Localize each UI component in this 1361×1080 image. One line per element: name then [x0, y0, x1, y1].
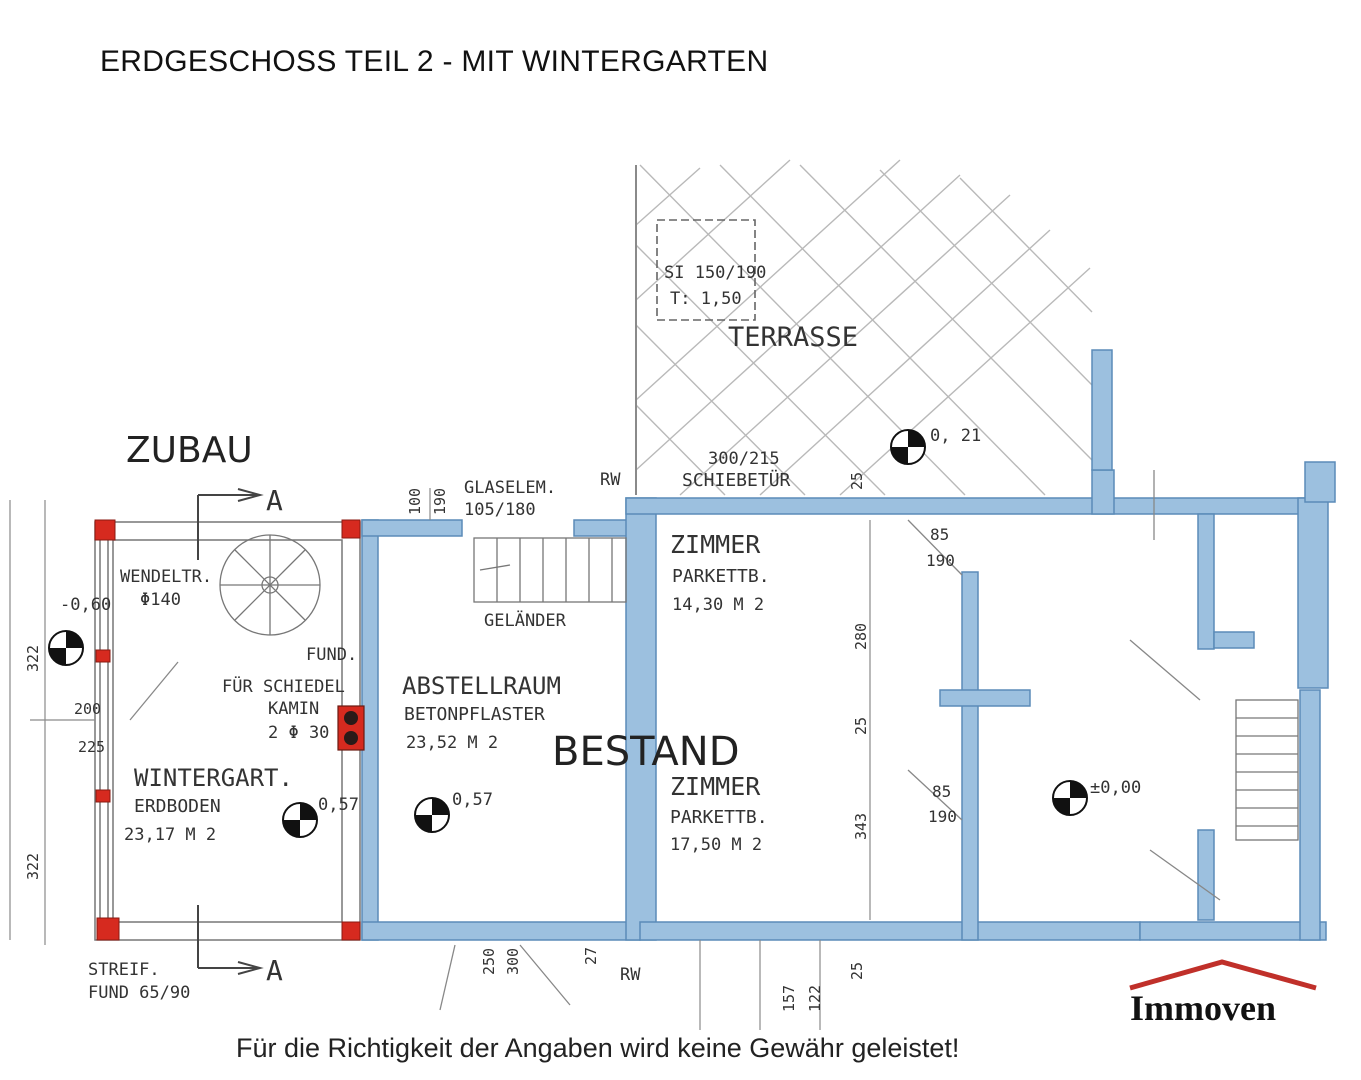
dim-190c: 190	[928, 807, 957, 826]
level-marker-5	[1052, 780, 1088, 816]
abstellraum-floor: BETONPFLASTER	[404, 704, 545, 725]
label-bestand: BESTAND	[552, 729, 740, 775]
zimmer2-floor: PARKETTB.	[670, 807, 768, 828]
immoven-logo: Immoven	[1129, 959, 1317, 1028]
level-marker-4	[890, 429, 926, 465]
zimmer2-name: ZIMMER	[670, 772, 761, 801]
label-glaselem: GLASELEM.	[464, 478, 556, 498]
label-ti: T: 1,50	[670, 289, 742, 309]
label-si: SI 150/190	[664, 263, 766, 283]
dim-85a: 85	[930, 525, 949, 544]
label-wendeltreppe: WENDELTR.	[120, 567, 212, 587]
level-marker-3	[414, 797, 450, 833]
dim-122: 122	[806, 985, 824, 1012]
label-schiebetuer-dim: 300/215	[708, 449, 780, 469]
dimension-lines	[9, 488, 871, 1030]
label-kamin-dim: 2 Φ 30	[268, 723, 329, 743]
dim-100: 100	[406, 488, 424, 515]
label-wendel-dim: Φ140	[140, 590, 181, 610]
shaft-outline	[656, 219, 756, 321]
label-streif: STREIF.	[88, 960, 160, 980]
terrace-hatch	[635, 159, 1093, 496]
kamin-chimney	[337, 705, 365, 751]
label-schiedel: FÜR SCHIEDEL	[222, 675, 345, 697]
logo-text: Immoven	[1130, 988, 1276, 1028]
dim-300: 300	[504, 948, 522, 975]
dim-280: 280	[852, 623, 870, 650]
disclaimer: Für die Richtigkeit der Angaben wird kei…	[236, 1033, 960, 1063]
label-gelaender: GELÄNDER	[484, 610, 567, 631]
wintergarten-floor: ERDBODEN	[134, 796, 221, 817]
zimmer2-area: 17,50 M 2	[670, 835, 762, 855]
dim-343: 343	[852, 813, 870, 840]
dim-250: 250	[480, 948, 498, 975]
label-streif-fund: FUND 65/90	[88, 983, 190, 1003]
label-glaselem-dim: 105/180	[464, 500, 536, 520]
label-schiebetuer: SCHIEBETÜR	[682, 469, 791, 491]
level-label-3: 0,57	[452, 790, 493, 810]
far-wall	[1304, 461, 1336, 503]
dim-157: 157	[780, 985, 798, 1012]
zimmer1-floor: PARKETTB.	[672, 566, 770, 587]
level-marker-2	[282, 802, 318, 838]
dim-225: 225	[78, 738, 105, 756]
level-label-1: -0,60	[60, 595, 111, 615]
bestand-walls	[361, 349, 1329, 941]
label-terrasse: TERRASSE	[728, 322, 858, 353]
dim-322a: 322	[24, 645, 42, 672]
dim-25a: 25	[852, 717, 870, 735]
level-label-5: ±0,00	[1090, 778, 1141, 798]
label-rw-top: RW	[600, 470, 621, 490]
section-lines	[197, 488, 264, 975]
label-kamin: KAMIN	[268, 699, 319, 719]
dim-85b: 85	[932, 782, 951, 801]
dim-27: 27	[582, 947, 600, 965]
right-stair	[1235, 699, 1299, 841]
section-mark-bottom: A	[266, 954, 283, 987]
wintergarten-columns	[94, 519, 361, 941]
dim-200: 200	[74, 700, 101, 718]
label-zubau: ZUBAU	[126, 430, 253, 471]
label-fund: FUND.	[306, 645, 357, 665]
wintergarten-name: WINTERGART.	[134, 764, 293, 792]
label-rw-bottom: RW	[620, 965, 641, 985]
straight-stair	[473, 537, 627, 603]
page-title: ERDGESCHOSS TEIL 2 - MIT WINTERGARTEN	[100, 45, 769, 78]
wintergarten-area: 23,17 M 2	[124, 825, 216, 845]
zimmer1-area: 14,30 M 2	[672, 595, 764, 615]
abstellraum-area: 23,52 M 2	[406, 733, 498, 753]
door-swings	[129, 470, 1221, 1011]
section-mark-top: A	[266, 484, 283, 517]
spiral-stair	[219, 534, 321, 636]
zimmer1-name: ZIMMER	[670, 530, 761, 559]
level-marker-1	[48, 630, 84, 666]
level-label-2: 0,57	[318, 795, 359, 815]
dim-25c: 25	[848, 472, 866, 490]
dim-322b: 322	[24, 853, 42, 880]
dim-190a: 190	[431, 488, 449, 515]
abstellraum-name: ABSTELLRAUM	[402, 672, 561, 700]
dim-25b: 25	[848, 962, 866, 980]
level-label-4: 0, 21	[930, 426, 981, 446]
dim-190b: 190	[926, 551, 955, 570]
